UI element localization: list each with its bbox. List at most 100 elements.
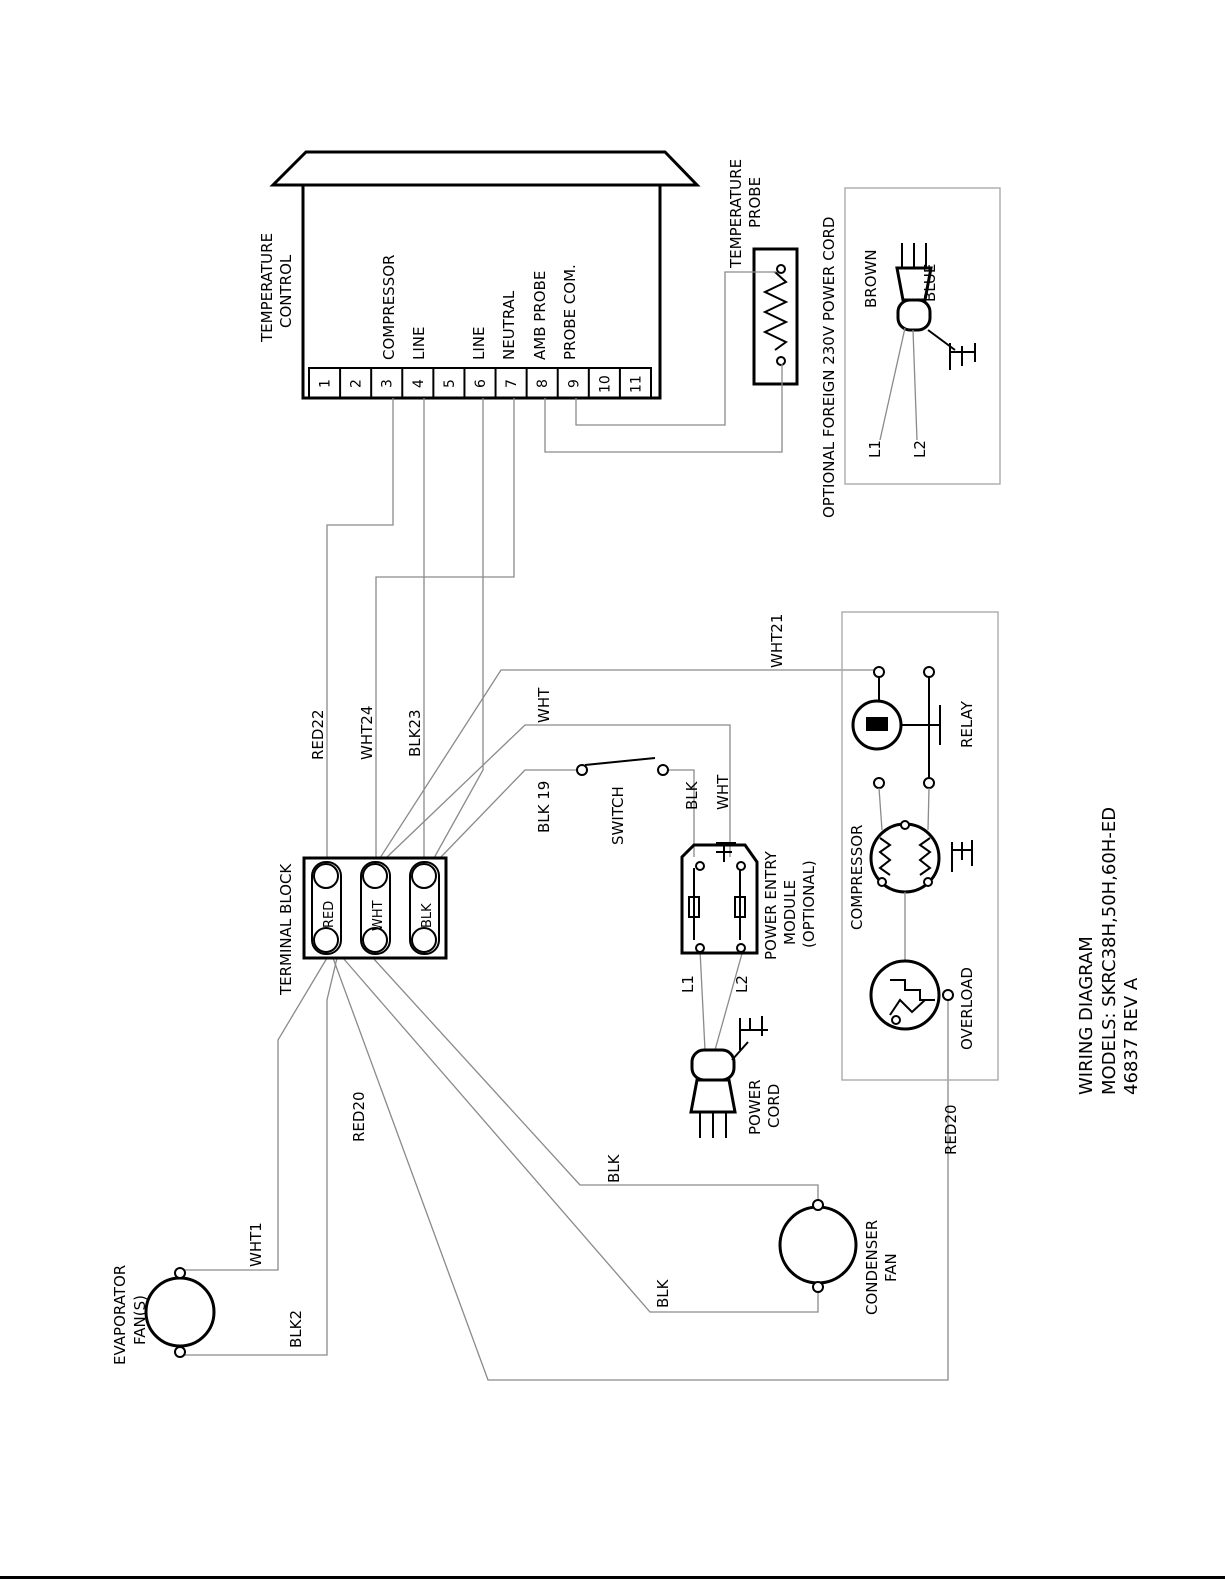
switch: SWITCH (576, 757, 669, 845)
terminal-3: 3 (370, 368, 396, 398)
svg-text:RED: RED (322, 901, 337, 928)
terminal-8: 8 (525, 368, 551, 398)
terminal-number: 2 (349, 379, 365, 388)
temperature-control-label: CONTROL (277, 254, 295, 328)
relay-label: RELAY (958, 700, 976, 748)
condenser-fan-label: CONDENSER (863, 1220, 881, 1315)
terminal-block: RED WHT BLK TERMINAL BLOCK (277, 856, 448, 996)
terminal-block-label: TERMINAL BLOCK (277, 863, 295, 996)
terminal-number: 7 (504, 379, 520, 388)
compressor-assembly: RELAY COMPRESSOR OVERLOAD (841, 611, 999, 1081)
terminal-slot-red: RED (311, 861, 342, 955)
foreign-cord-l1: L1 (866, 440, 884, 458)
foreign-cord-brown: BROWN (862, 249, 880, 308)
wire-label-wht: WHT (535, 687, 553, 723)
terminal-5: 5 (432, 368, 458, 398)
power-entry-module: POWER ENTRY MODULE (OPTIONAL) (680, 842, 818, 960)
wire-label-red20: RED20 (350, 1091, 368, 1142)
terminal-7: 7 (494, 368, 520, 398)
diagram-part-rev: 46837 REV A (1121, 977, 1142, 1095)
terminal-label-probe-com: PROBE COM. (561, 264, 579, 360)
page-bottom-rule (0, 1576, 1225, 1579)
wire-label-red20: RED20 (942, 1104, 960, 1155)
temperature-probe-label: PROBE (746, 177, 764, 228)
wire-label-blk2: BLK2 (287, 1310, 305, 1348)
foreign-cord-title: OPTIONAL FOREIGN 230V POWER CORD (820, 217, 838, 519)
condenser-fan-label: FAN (882, 1253, 900, 1282)
terminal-label-amb-probe: AMB PROBE (531, 271, 549, 360)
terminal-9: 9 (556, 368, 582, 398)
terminal-number: 4 (411, 379, 427, 388)
terminal-2: 2 (339, 368, 365, 398)
ground-icon (716, 842, 736, 862)
wire-label-red22: RED22 (309, 709, 327, 760)
terminal-1: 1 (318, 379, 334, 388)
wire-label-blk: BLK (683, 780, 701, 810)
terminal-label-neutral: NEUTRAL (500, 290, 518, 360)
switch-label: SWITCH (609, 786, 627, 845)
svg-text:WHT: WHT (371, 900, 386, 931)
overload-label: OVERLOAD (958, 967, 976, 1050)
terminal-number: 10 (597, 375, 613, 393)
temperature-control: 1 2 3 4 5 6 7 8 9 10 11 TEMPERATURE CONTROL COMPRE… (258, 150, 701, 400)
terminal-label-line: LINE (470, 327, 488, 360)
overload: OVERLOAD (869, 959, 976, 1050)
terminal-6: 6 (463, 368, 489, 398)
power-cord-label: CORD (765, 1084, 783, 1128)
wire-label-wht21: WHT21 (768, 614, 786, 668)
wire-label-wht24: WHT24 (358, 706, 376, 760)
wire-label-l1: L1 (679, 975, 697, 993)
terminal-number: 5 (442, 379, 458, 388)
wire-label-wht: WHT (714, 774, 732, 810)
ground-icon (739, 1016, 768, 1050)
terminal-slot-blk: BLK (409, 861, 440, 955)
terminal-slot-wht: WHT (360, 861, 391, 955)
terminal-number: 6 (473, 379, 489, 388)
diagram-models: MODELS: SKRC38H,50H,60H-ED (1099, 807, 1120, 1095)
wire-label-blk19: BLK 19 (535, 781, 553, 833)
svg-text:BLK: BLK (420, 903, 435, 928)
terminal-number: 9 (566, 379, 582, 388)
wire-label-blk: BLK (654, 1278, 672, 1308)
ground-icon (949, 343, 976, 370)
wires (183, 271, 949, 1381)
title-block: WIRING DIAGRAM MODELS: SKRC38H,50H,60H-E… (1076, 807, 1142, 1095)
pem-label: MODULE (781, 880, 799, 945)
terminal-label-compressor: COMPRESSOR (380, 255, 398, 360)
evaporator-fan-label: FAN(S) (131, 1295, 149, 1345)
terminal-number: 8 (535, 379, 551, 388)
terminal-number: 1 (318, 379, 334, 388)
compressor-label: COMPRESSOR (848, 825, 866, 930)
evaporator-fan-label: EVAPORATOR (111, 1265, 129, 1365)
temperature-control-label: TEMPERATURE (258, 233, 276, 343)
foreign-cord-l2: L2 (911, 440, 929, 458)
ground-icon (951, 840, 973, 872)
condenser-fan: CONDENSER FAN (778, 1199, 900, 1315)
terminal-number: 11 (628, 375, 644, 393)
terminal-strip (308, 367, 652, 399)
wire-label-blk: BLK (605, 1153, 623, 1183)
relay: RELAY (851, 666, 976, 789)
terminal-label-line: LINE (410, 327, 428, 360)
evaporator-fan: EVAPORATOR FAN(S) (111, 1265, 216, 1365)
power-cord-label: POWER (746, 1079, 764, 1135)
thermistor-symbol (762, 271, 789, 351)
wire-label-l2: L2 (733, 975, 751, 993)
plug-icon (689, 1041, 749, 1138)
terminal-10: 10 (587, 368, 613, 398)
plug-icon (895, 243, 956, 351)
wire-label-wht1: WHT1 (247, 1222, 265, 1267)
temperature-probe: TEMPERATURE PROBE (727, 159, 799, 386)
power-cord: POWER CORD (689, 1016, 783, 1138)
terminal-number: 3 (380, 379, 396, 388)
wire-label-blk23: BLK23 (406, 709, 424, 757)
pem-label: POWER ENTRY (762, 850, 780, 960)
compressor: COMPRESSOR (848, 820, 973, 930)
pem-label: (OPTIONAL) (800, 860, 818, 948)
temperature-probe-label: TEMPERATURE (727, 159, 745, 269)
terminal-4: 4 (401, 368, 427, 398)
diagram-title: WIRING DIAGRAM (1076, 936, 1097, 1095)
foreign-cord-blue: BLUE (921, 264, 939, 302)
foreign-power-cord: OPTIONAL FOREIGN 230V POWER CORD L1 BROW… (820, 187, 1001, 519)
